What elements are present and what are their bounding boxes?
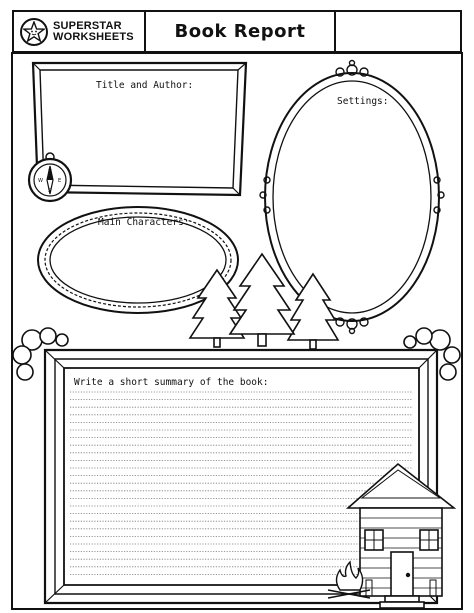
- main-characters-label: Main Characters:: [98, 217, 190, 228]
- brand-name-line1: SUPERSTAR: [53, 19, 122, 32]
- main-characters-frame: [37, 206, 239, 314]
- svg-text:E: E: [58, 178, 61, 184]
- title-cell: Book Report: [146, 12, 336, 51]
- svg-text:W: W: [38, 178, 43, 184]
- brand-logo: SUPERSTAR WORKSHEETS: [14, 12, 146, 51]
- compass-icon: N S W E: [27, 152, 73, 203]
- content-border: [11, 52, 463, 610]
- summary-frame: [12, 327, 461, 605]
- page-title: Book Report: [174, 21, 306, 42]
- settings-label: Settings:: [337, 96, 389, 107]
- star-face-icon: [20, 17, 48, 46]
- writing-lines: [70, 391, 413, 575]
- log-cabin-illustration: [345, 462, 457, 609]
- svg-text:S: S: [48, 188, 51, 194]
- settings-frame: [259, 59, 445, 335]
- title-author-label: Title and Author:: [96, 80, 194, 91]
- pine-trees-illustration: [188, 252, 340, 350]
- campfire-icon: [327, 560, 371, 599]
- brand-name-line2: WORKSHEETS: [53, 30, 134, 43]
- svg-text:N: N: [48, 169, 52, 175]
- summary-label: Write a short summary of the book:: [74, 377, 269, 388]
